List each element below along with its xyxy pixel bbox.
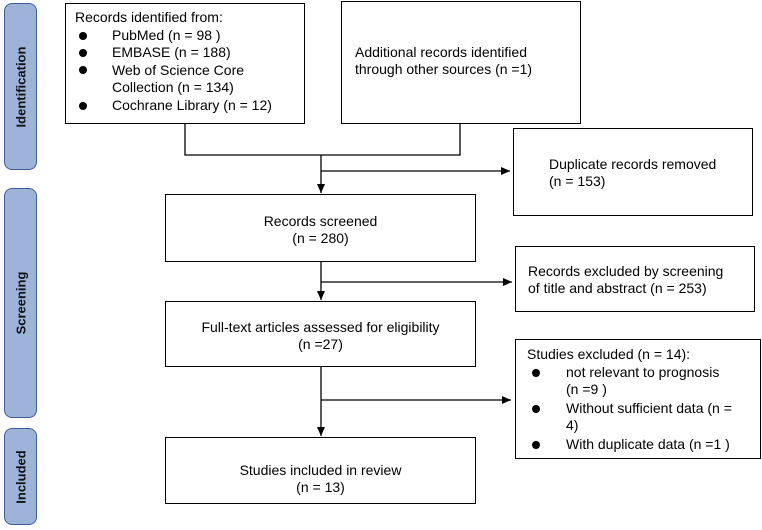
bullet-icon (532, 405, 540, 413)
bullet-icon (79, 102, 87, 110)
database-item-wos: Web of Science Core Collection (n = 134) (112, 62, 245, 95)
studies-excluded-header: Studies excluded (n = 14): (527, 346, 691, 362)
additional-records-text: Additional records identified through ot… (355, 44, 533, 77)
additional-records-box (341, 1, 581, 124)
records-identified-header: Records identified from: (75, 9, 223, 25)
records-screened-box (165, 194, 476, 262)
bullet-icon (79, 32, 87, 40)
stage-identification: Identification (4, 3, 37, 170)
merge-line (184, 124, 461, 156)
excluded-reason-duplicate-data: With duplicate data (n =1 ) (566, 436, 730, 452)
database-item-embase: EMBASE (n = 188) (112, 44, 231, 60)
excluded-reason-not-relevant: not relevant to prognosis (n =9 ) (566, 364, 720, 397)
records-screened-text: Records screened (n = 280) (263, 213, 378, 246)
excluded-screening-text: Records excluded by screening of title a… (528, 263, 724, 296)
duplicates-box (513, 128, 753, 216)
database-item-pubmed: PubMed (n = 98 ) (112, 27, 221, 43)
database-item-cochrane: Cochrane Library (n = 12) (112, 97, 272, 113)
studies-included-box (165, 437, 476, 504)
bullet-icon (532, 441, 540, 449)
excluded-reason-insufficient-data: Without sufficient data (n = 4) (566, 400, 732, 433)
studies-excluded-box (515, 339, 761, 459)
stage-screening: Screening (4, 188, 37, 418)
bullet-icon (79, 49, 87, 57)
bullet-icon (532, 369, 540, 377)
duplicates-text: Duplicate records removed (n = 153) (549, 156, 717, 189)
bullet-icon (79, 66, 87, 74)
fulltext-text: Full-text articles assessed for eligibil… (201, 319, 440, 352)
fulltext-box (165, 301, 476, 367)
studies-included-text: Studies included in review (n = 13) (239, 462, 402, 495)
stage-included: Included (4, 428, 37, 525)
excluded-screening-box (515, 246, 755, 312)
records-identified-box (65, 3, 305, 124)
